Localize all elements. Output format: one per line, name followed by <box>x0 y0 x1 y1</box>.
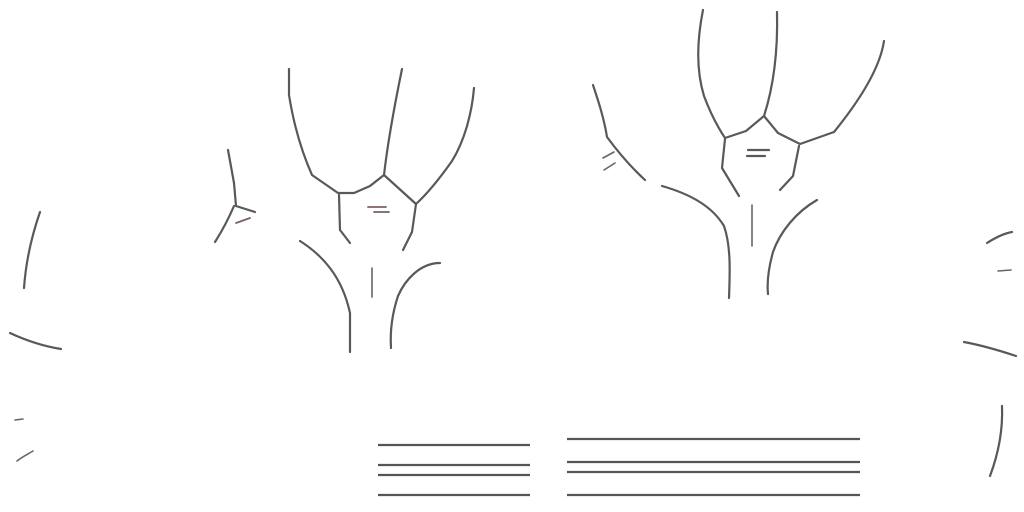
right-top-curve <box>985 230 1014 245</box>
left-crown-center <box>382 67 404 177</box>
left-crown-right <box>382 86 476 206</box>
left-branch-drawing <box>213 67 476 354</box>
right-edge-fragments <box>962 230 1018 478</box>
left-vertical-curve <box>22 210 42 290</box>
left-trunk-left-notch <box>337 193 352 245</box>
right-small-branch <box>591 83 647 182</box>
right-trunk-right-notch <box>778 144 801 192</box>
right-trunk-left <box>660 184 731 300</box>
left-crown-left <box>287 67 386 195</box>
left-trunk-left <box>298 239 352 354</box>
right-crown-right <box>762 39 886 146</box>
right-small-branch-mark-1 <box>602 151 615 159</box>
right-branch-drawing <box>591 8 886 300</box>
right-bottom-curve <box>988 404 1004 478</box>
left-small-branch-mark <box>235 217 251 224</box>
left-trunk-right-notch <box>401 202 418 252</box>
left-trunk-right <box>389 261 442 350</box>
right-small-branch-mark-2 <box>603 162 616 171</box>
left-small-branch <box>226 148 257 214</box>
right-rule-group <box>567 437 860 497</box>
left-small-hook <box>16 450 34 462</box>
right-trunk-left-notch <box>720 137 741 198</box>
left-small-dash <box>14 418 24 421</box>
right-small-dash <box>997 269 1012 272</box>
right-crown-left <box>697 8 766 140</box>
right-middle-curve <box>962 340 1018 358</box>
left-small-branch-lower <box>213 204 236 244</box>
left-edge-fragments <box>8 210 63 462</box>
right-crown-center <box>762 10 779 118</box>
left-lower-curve <box>8 331 63 351</box>
left-rule-group <box>378 443 530 497</box>
right-trunk-right <box>766 198 819 296</box>
